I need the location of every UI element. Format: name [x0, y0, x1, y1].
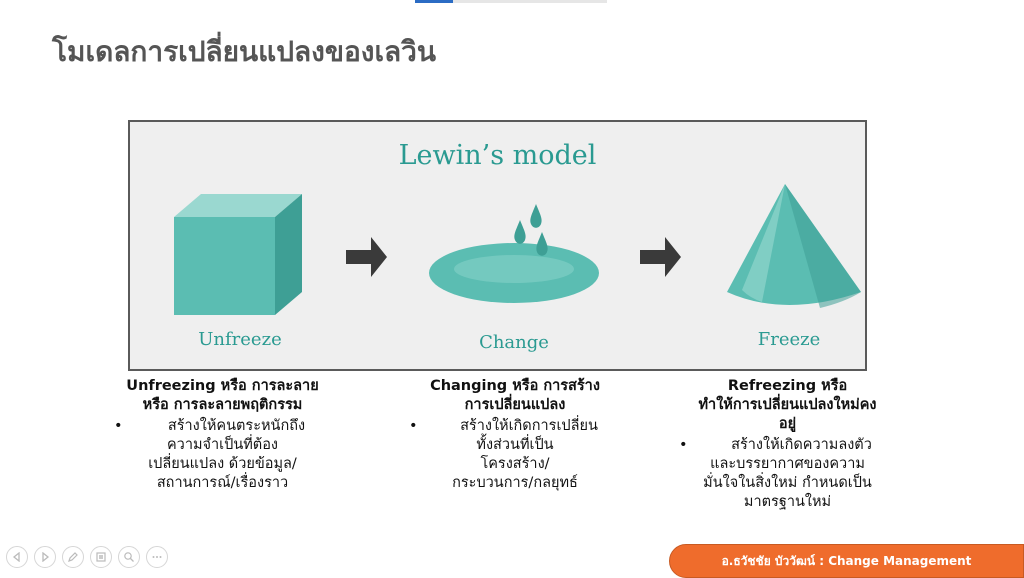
arrow-right-icon: [640, 237, 681, 277]
stage-label-unfreeze: Unfreeze: [198, 329, 282, 350]
refreezing-bullets: สร้างให้เกิดความลงตัว และบรรยากาศของความ…: [675, 436, 900, 512]
bullet-line: กระบวนการ/กลยุทธ์: [452, 475, 578, 491]
unfreezing-bullets: สร้างให้คนตระหนักถึง ความจำเป็นที่ต้อง เ…: [110, 417, 335, 493]
bullet-line: มาตรฐานใหม่: [743, 494, 832, 510]
changing-bullets: สร้างให้เกิดการเปลี่ยน ทั้งส่วนที่เป็น โ…: [405, 417, 625, 493]
cone-icon: [727, 184, 861, 308]
bullet-line: มั่นใจในสิ่งใหม่ กำหนดเป็น: [703, 475, 872, 491]
slideshow-controls: [6, 546, 168, 568]
stage-label-change: Change: [479, 332, 549, 353]
zoom-icon: [124, 552, 134, 562]
bullet-line: เปลี่ยนแปลง ด้วยข้อมูล/: [148, 456, 297, 472]
footer-author-badge: อ.ธวัชชัย บัววัฒน์ : Change Management: [669, 544, 1024, 578]
slides-icon: [96, 552, 106, 562]
bullet-line: สร้างให้เกิดความลงตัว: [675, 436, 900, 455]
refreezing-description: Refreezing หรือ ทำให้การเปลี่ยนแปลงใหม่ค…: [675, 377, 900, 512]
unfreezing-heading: Unfreezing หรือ การละลาย หรือ การละลายพฤ…: [126, 378, 319, 413]
changing-heading: Changing หรือ การสร้าง การเปลี่ยนแปลง: [430, 378, 600, 413]
bullet-line: และบรรยากาศของความ: [710, 456, 865, 472]
bullet-line: ทั้งส่วนที่เป็น: [476, 437, 554, 453]
cube-icon: [174, 194, 302, 315]
changing-description: Changing หรือ การสร้าง การเปลี่ยนแปลง สร…: [405, 377, 625, 493]
bullet-line: สร้างให้เกิดการเปลี่ยน: [405, 417, 625, 436]
bullet-line: สร้างให้คนตระหนักถึง: [110, 417, 335, 436]
more-icon: [152, 556, 162, 558]
unfreezing-description: Unfreezing หรือ การละลาย หรือ การละลายพฤ…: [110, 377, 335, 493]
bullet-line: สถานการณ์/เรื่องราว: [156, 475, 289, 491]
slide-progress-fill: [415, 0, 454, 3]
diagram-illustration: [174, 184, 861, 315]
diagram-title: Lewin’s model: [398, 140, 597, 171]
previous-slide-button[interactable]: [6, 546, 28, 568]
bullet-line: ความจำเป็นที่ต้อง: [166, 437, 278, 453]
previous-icon: [12, 552, 20, 562]
next-slide-button[interactable]: [34, 546, 56, 568]
next-icon: [42, 552, 50, 562]
see-all-slides-button[interactable]: [90, 546, 112, 568]
pen-tool-button[interactable]: [62, 546, 84, 568]
stage-label-freeze: Freeze: [757, 329, 821, 350]
slide-progress-bar: [415, 0, 607, 3]
more-options-button[interactable]: [146, 546, 168, 568]
puddle-drops-icon: [429, 204, 599, 303]
refreezing-heading: Refreezing หรือ ทำให้การเปลี่ยนแปลงใหม่ค…: [698, 378, 877, 432]
bullet-line: โครงสร้าง/: [480, 456, 550, 472]
pen-icon: [68, 552, 78, 562]
zoom-button[interactable]: [118, 546, 140, 568]
slide-title: โมเดลการเปลี่ยนแปลงของเลวิน: [52, 35, 437, 68]
arrow-right-icon: [346, 237, 387, 277]
lewin-model-diagram: Lewin’s model Unfreeze Change Freeze: [128, 120, 867, 371]
